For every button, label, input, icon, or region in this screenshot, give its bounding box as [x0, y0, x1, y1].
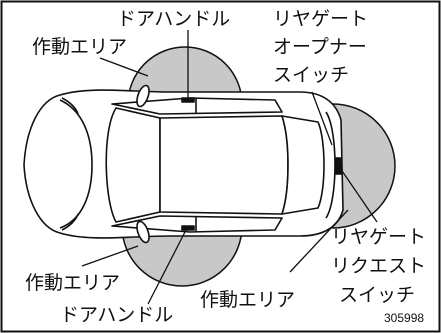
label-rear-gate-opener-3: スイッチ	[273, 64, 350, 86]
mirror-bottom	[136, 220, 150, 244]
figure-code: 305998	[384, 311, 425, 325]
headlamp-top	[61, 97, 79, 115]
leader-rear-gate-request	[337, 164, 378, 223]
label-operating-area-top: 作動エリア	[32, 36, 128, 58]
label-rear-gate-request-2: リクエスト	[331, 255, 427, 277]
mirror-top	[136, 84, 150, 108]
leader-operating-area-left	[81, 245, 139, 267]
windshield	[105, 107, 161, 223]
leader-door-handle-bottom	[147, 229, 187, 305]
headlamp-bottom	[61, 213, 79, 231]
side-window-bottom	[111, 215, 283, 233]
leader-lines	[81, 30, 378, 305]
label-door-handle-top: ドアハンドル	[117, 8, 231, 30]
leader-rear-gate-opener	[311, 91, 333, 146]
label-rear-gate-request-1: リヤゲート	[331, 226, 427, 248]
leader-operating-area-top	[99, 57, 149, 77]
tailgate	[325, 111, 336, 219]
label-rear-gate-opener-2: オープナー	[273, 36, 367, 58]
rear-window	[281, 115, 325, 215]
side-window-top	[111, 97, 283, 115]
label-operating-area-center: 作動エリア	[200, 289, 296, 311]
operating-area-bottom	[121, 225, 243, 287]
door-handle-top-marker	[181, 97, 195, 103]
car-top-view	[23, 84, 344, 244]
label-rear-gate-opener-1: リヤゲート	[273, 8, 369, 30]
door-handle-bottom-marker	[181, 225, 195, 231]
roof	[159, 115, 289, 215]
label-rear-gate-request-3: スイッチ	[339, 284, 416, 306]
label-operating-area-left: 作動エリア	[25, 272, 121, 294]
operating-area-rear	[332, 103, 396, 229]
leader-operating-area-center	[289, 209, 349, 273]
label-door-handle-bottom: ドアハンドル	[60, 304, 174, 326]
